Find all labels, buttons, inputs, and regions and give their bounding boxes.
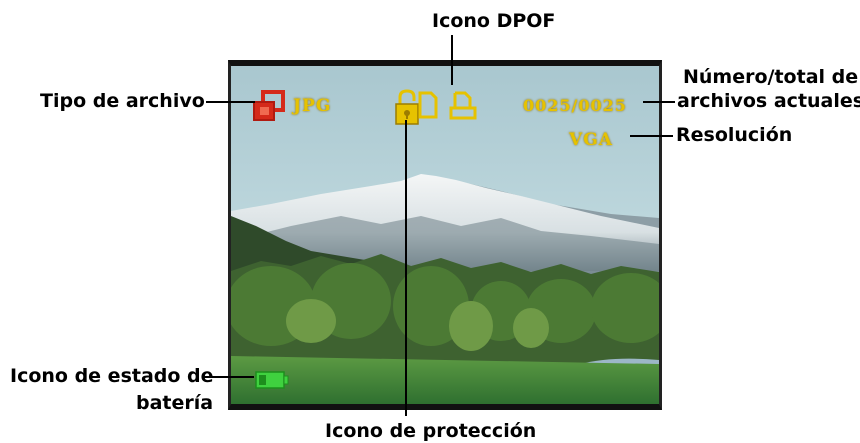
dpof-icon [449, 91, 477, 120]
dpof-callout-line [451, 35, 453, 85]
file-type-icon [253, 90, 285, 121]
resolution-callout-line [630, 135, 673, 137]
file-type-callout-line [206, 101, 255, 103]
resolution-label: Resolución [676, 124, 793, 146]
lock-icon [395, 89, 419, 125]
battery-callout-line [208, 376, 254, 378]
file-count-label-line1: Número/total de [683, 66, 859, 88]
landscape-photo [231, 66, 659, 404]
dpof-label: Icono DPOF [432, 10, 556, 32]
file-type-label: Tipo de archivo [40, 90, 205, 112]
file-count-label-line2: archivos actuales [677, 90, 860, 112]
protection-label: Icono de protección [325, 420, 537, 442]
protection-callout-line [405, 120, 407, 416]
file-count-text: 0025/0025 [523, 96, 627, 115]
file-type-text: JPG [293, 96, 332, 116]
battery-label-line1: Icono de estado de [10, 365, 214, 387]
protected-page-icon [418, 91, 438, 119]
resolution-text: VGA [569, 130, 613, 150]
battery-icon [255, 371, 289, 389]
battery-label-line2: batería [136, 392, 214, 414]
camera-screen: JPG 0025/0025 VGA [228, 60, 662, 410]
file-count-callout-line [643, 101, 675, 103]
